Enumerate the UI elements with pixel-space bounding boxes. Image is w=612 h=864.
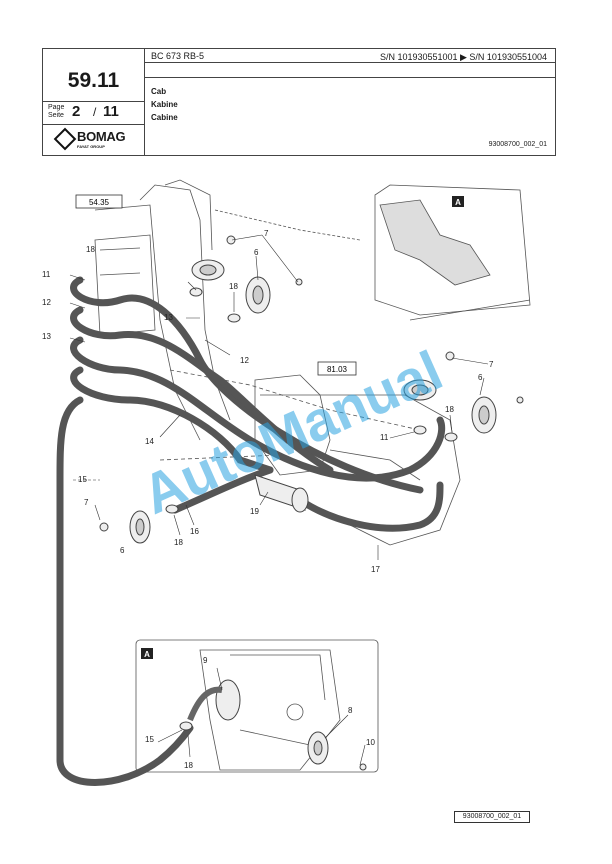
callout: 19: [250, 507, 259, 516]
callout: 7: [489, 360, 494, 369]
inset-marker: A: [144, 650, 150, 659]
callout: 18: [174, 538, 183, 547]
ref-54-35: 54.35: [89, 198, 110, 207]
divider: [43, 101, 144, 102]
callout: 13: [164, 313, 173, 322]
page-total: 11: [103, 103, 119, 120]
callout: 6: [478, 373, 483, 382]
callout: 18: [184, 761, 193, 770]
callout: 16: [190, 527, 199, 536]
callout: 13: [42, 332, 51, 341]
drawing-ref: 93008700_002_01: [488, 141, 547, 148]
callout: 8: [348, 706, 353, 715]
callout: 11: [42, 270, 51, 279]
callout: 6: [254, 248, 259, 257]
callout: 12: [42, 298, 51, 307]
footer-drawing-ref: 93008700_002_01: [454, 811, 530, 823]
model-name: BC 673 RB-5: [151, 51, 205, 61]
callout: 11: [380, 433, 389, 442]
divider: [144, 49, 145, 155]
serial-range: S/N 101930551001 ▶ S/N 101930551004: [379, 52, 547, 62]
titles: Cab Kabine Cabine: [151, 85, 178, 124]
serial-row: [145, 63, 555, 78]
divider: [43, 124, 144, 125]
page-label: Page Seite: [48, 104, 64, 120]
callout: 15: [145, 735, 154, 744]
callout: 7: [264, 229, 269, 238]
inset-marker-box: [141, 648, 153, 659]
callout: 9: [203, 656, 208, 665]
brand-group: FAYAT GROUP: [77, 144, 105, 149]
brand-name: BOMAG: [77, 129, 126, 144]
ref-81-03: 81.03: [327, 365, 348, 374]
page-separator: /: [93, 105, 97, 119]
callout: 6: [120, 546, 125, 555]
callout: 12: [240, 356, 249, 365]
page-label-en: Page: [48, 104, 65, 111]
divider: [145, 62, 555, 63]
callout: 17: [371, 565, 380, 574]
view-marker-box: [452, 196, 464, 207]
page-label-de: Seite: [48, 112, 64, 119]
reference-box: [75, 194, 123, 209]
title-fr: Cabine: [151, 113, 178, 122]
callout: 10: [366, 738, 375, 747]
callout: 18: [445, 405, 454, 414]
callout: 18: [229, 282, 238, 291]
title-de: Kabine: [151, 100, 178, 109]
view-marker: A: [455, 198, 461, 207]
title-block: BC 673 RB-5 S/N 101930551001 ▶ S/N 10193…: [42, 48, 556, 156]
callout: 7: [84, 498, 89, 507]
callout: 18: [86, 245, 95, 254]
section-number: 59.11: [67, 69, 120, 92]
reference-box: [317, 361, 357, 376]
callout: 14: [145, 437, 154, 446]
callout: 15: [78, 475, 87, 484]
bomag-logo: BOMAG FAYAT GROUP: [53, 127, 135, 152]
page-number: 2: [72, 103, 81, 120]
title-en: Cab: [151, 87, 167, 96]
